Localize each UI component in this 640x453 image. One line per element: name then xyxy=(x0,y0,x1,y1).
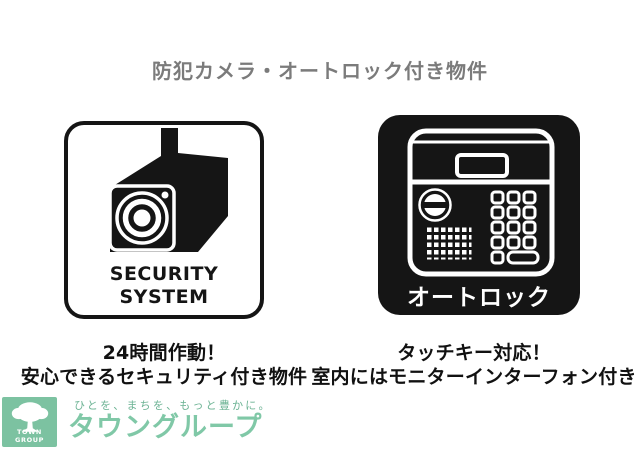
town-group-logo: TOWN GROUP xyxy=(2,397,57,447)
security-system-badge: SECURITY SYSTEM xyxy=(64,121,264,319)
intercom-keypad-icon xyxy=(407,128,555,277)
footer-brand-block: ひとを、まちを、もっと豊かに。 タウングループ xyxy=(68,399,272,443)
footer-tagline: ひとを、まちを、もっと豊かに。 xyxy=(74,399,272,412)
caption-autolock-line1: タッチキー対応！ xyxy=(397,342,551,364)
page-title: 防犯カメラ・オートロック付き物件 xyxy=(152,59,488,83)
caption-security-line2: 安心できるセキュリティ付き物件 xyxy=(20,366,308,388)
cctv-camera-icon xyxy=(108,128,228,252)
caption-autolock: タッチキー対応！ 室内にはモニターインターフォン付き xyxy=(308,341,640,389)
autolock-label: オートロック xyxy=(407,285,551,311)
caption-security-line1: 24時間作動！ xyxy=(102,342,226,364)
tree-icon xyxy=(11,402,48,432)
security-label-line2: SYSTEM xyxy=(119,286,209,308)
caption-security: 24時間作動！ 安心できるセキュリティ付き物件 xyxy=(8,341,320,389)
security-label-line1: SECURITY xyxy=(109,263,219,285)
caption-autolock-line2: 室内にはモニターインターフォン付き xyxy=(311,366,637,388)
autolock-badge: オートロック xyxy=(378,115,580,315)
footer-brand-name: タウングループ xyxy=(68,412,263,443)
security-system-label: SECURITY SYSTEM xyxy=(68,263,260,309)
town-group-logo-text: TOWN GROUP xyxy=(15,428,44,444)
